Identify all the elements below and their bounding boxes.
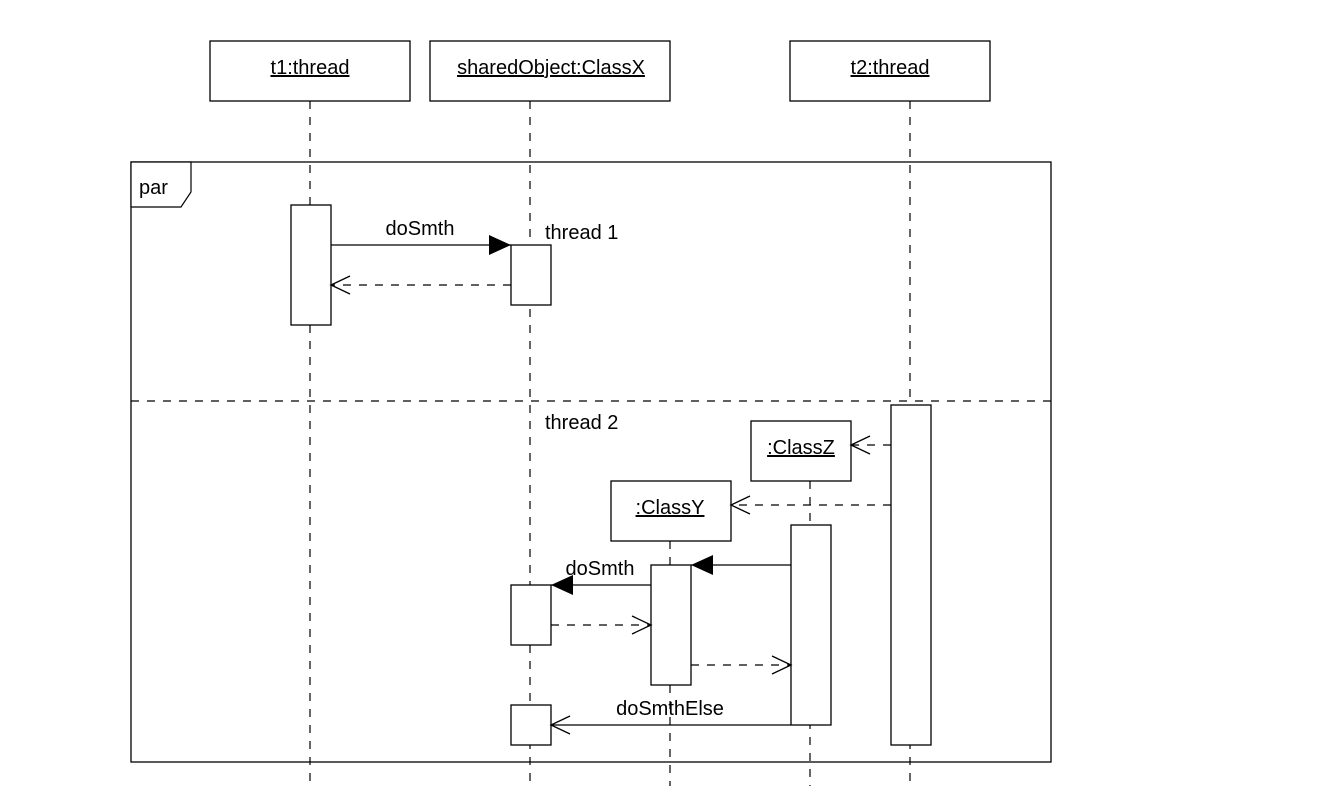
activation-shared-3 xyxy=(510,704,552,746)
participant-shared-object-box xyxy=(429,40,671,102)
participant-classy[interactable]: :ClassY xyxy=(610,480,732,542)
activation-shared-1 xyxy=(510,244,552,306)
participant-t1[interactable]: t1:thread xyxy=(209,40,411,102)
participant-classy-box xyxy=(610,480,732,542)
participant-classz[interactable]: :ClassZ xyxy=(750,420,852,482)
guard-thread-1: thread 1 xyxy=(545,222,618,244)
activation-classy xyxy=(650,564,692,686)
activations xyxy=(290,204,932,746)
participant-classz-label: :ClassZ xyxy=(767,437,835,459)
message-label-dosmthelse: doSmthElse xyxy=(616,698,724,720)
participant-classy-label: :ClassY xyxy=(636,497,705,519)
message-label-dosmth-1: doSmth xyxy=(386,218,455,240)
participant-classz-box xyxy=(750,420,852,482)
participant-shared-object-label: sharedObject:ClassX xyxy=(457,57,645,79)
message-label-dosmth-2: doSmth xyxy=(566,558,635,580)
participant-t2-box xyxy=(789,40,991,102)
activation-t2 xyxy=(890,404,932,746)
par-fragment: par thread 1 thread 2 xyxy=(130,161,1052,763)
activation-shared-2 xyxy=(510,584,552,646)
activation-t1 xyxy=(290,204,332,326)
participant-t1-box xyxy=(209,40,411,102)
participant-t2[interactable]: t2:thread xyxy=(789,40,991,102)
participant-t2-label: t2:thread xyxy=(851,57,930,79)
participant-shared-object[interactable]: sharedObject:ClassX xyxy=(429,40,671,102)
guard-thread-2: thread 2 xyxy=(545,412,618,434)
messages xyxy=(329,235,891,735)
participant-t1-label: t1:thread xyxy=(271,57,350,79)
par-frame xyxy=(130,161,1052,763)
par-operator-tab xyxy=(130,161,192,208)
par-operator-label: par xyxy=(139,177,168,199)
activation-classz xyxy=(790,524,832,726)
